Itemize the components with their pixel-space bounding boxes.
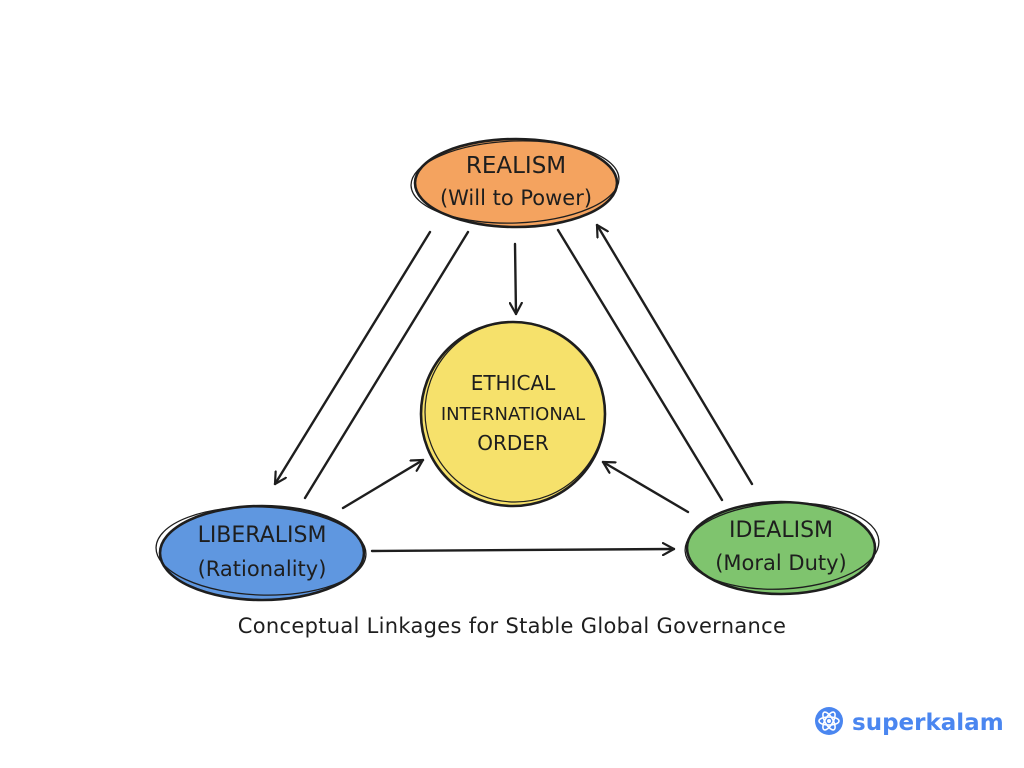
node-center-line-1: ETHICAL [471, 371, 556, 395]
node-center-sketch-line [424, 321, 606, 503]
node-idealism: IDEALISM (Moral Duty) [684, 500, 880, 596]
line-liberalism-to-realism [303, 230, 470, 500]
connectors [273, 223, 754, 551]
node-idealism-shape [685, 500, 877, 596]
atom-icon [814, 706, 844, 740]
arrow-liberalism-to-idealism [370, 549, 676, 551]
node-liberalism-sketch-line [155, 506, 367, 596]
node-center-line-3: ORDER [477, 431, 549, 455]
node-liberalism: LIBERALISM (Rationality) [155, 504, 367, 602]
node-realism-sketch-line [410, 140, 620, 224]
node-center-line-2: INTERNATIONAL [441, 404, 585, 425]
arrow-liberalism-to-center [341, 458, 425, 510]
node-realism-title: REALISM [466, 153, 566, 179]
node-realism: REALISM (Will to Power) [410, 137, 620, 229]
node-idealism-subtitle: (Moral Duty) [715, 551, 847, 575]
node-realism-subtitle: (Will to Power) [440, 186, 592, 210]
node-idealism-sketch-line [684, 502, 880, 590]
node-liberalism-subtitle: (Rationality) [198, 557, 327, 581]
node-realism-shape [413, 137, 619, 229]
node-liberalism-shape [158, 504, 366, 602]
node-center: ETHICAL INTERNATIONAL ORDER [419, 320, 607, 508]
node-liberalism-title: LIBERALISM [198, 523, 327, 548]
diagram-caption: Conceptual Linkages for Stable Global Go… [237, 614, 787, 638]
arrow-idealism-to-realism [595, 223, 754, 486]
brand-name: superkalam [852, 710, 1004, 736]
line-realism-to-idealism [556, 228, 724, 502]
arrow-idealism-to-center [601, 460, 690, 514]
arrow-realism-to-liberalism [273, 230, 432, 486]
arrow-realism-to-center [515, 242, 516, 316]
node-idealism-title: IDEALISM [729, 518, 833, 543]
brand-logo: superkalam [814, 706, 1004, 740]
